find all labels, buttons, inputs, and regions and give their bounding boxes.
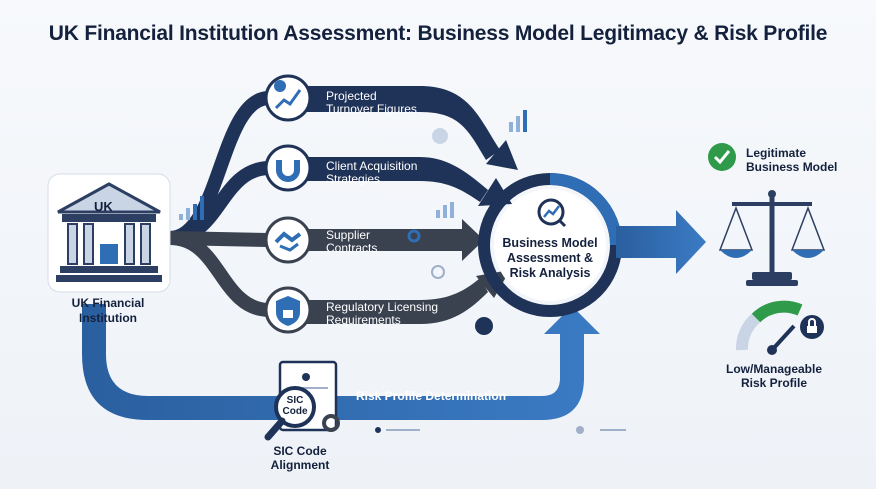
input-label-turnover-line1: Projected <box>326 89 377 103</box>
input-label-acquisition-line2: Strategies <box>326 172 381 186</box>
balance-scale-icon <box>718 190 826 286</box>
shield-lock-icon <box>264 286 312 334</box>
risk-gauge-icon <box>736 300 824 355</box>
sic-label-line2: Alignment <box>270 458 330 472</box>
risk-profile-label-line2: Risk Profile <box>740 376 808 390</box>
turnover-arrow <box>300 86 500 160</box>
check-icon <box>708 143 736 171</box>
gears-icon <box>393 229 421 251</box>
input-icons <box>264 74 421 334</box>
input-arrows <box>300 86 518 324</box>
risk-path-label: Risk Profile Determination <box>356 389 507 403</box>
input-label-regulatory-line1: Regulatory Licensing <box>326 300 439 314</box>
risk-profile-label-line1: Low/Manageable <box>725 362 823 376</box>
sic-badge-line2: Code <box>282 406 308 417</box>
sic-document-icon <box>264 360 340 441</box>
turnover-chart-icon <box>264 74 312 122</box>
magnet-icon <box>264 144 312 192</box>
acquisition-arrow <box>300 157 488 202</box>
input-label-acquisition-line1: Client Acquisition <box>326 159 418 173</box>
institution-badge-text: UK <box>94 199 113 214</box>
sic-badge-line1: SIC <box>286 395 304 406</box>
decorative-mini-charts <box>179 110 626 434</box>
input-label-regulatory-line2: Requirements <box>326 313 401 327</box>
legitimate-label-line1: Legitimate <box>746 146 807 160</box>
input-label-supplier-line2: Contracts <box>326 241 378 255</box>
institution-label-line1: UK Financial <box>71 296 145 310</box>
regulatory-arrow <box>300 278 488 324</box>
handshake-icon <box>264 216 312 264</box>
supplier-arrow <box>300 219 484 261</box>
input-label-supplier-line1: Supplier <box>326 228 371 242</box>
sic-label-line1: SIC Code <box>273 444 327 458</box>
assessment-label-line1: Business Model <box>502 236 598 250</box>
legitimate-label-line2: Business Model <box>746 160 838 174</box>
input-connectors <box>163 91 275 317</box>
output-arrow <box>616 210 706 274</box>
input-label-turnover-line2: Turnover Figures <box>326 102 417 116</box>
assessment-label-line2: Assessment & <box>506 251 594 265</box>
assessment-label: Business Model Assessment & Risk Analysi… <box>492 236 608 281</box>
page-title: UK Financial Institution Assessment: Bus… <box>48 22 828 45</box>
assessment-label-line3: Risk Analysis <box>509 266 591 280</box>
institution-label-line2: Institution <box>79 311 137 325</box>
institution-building-icon <box>47 173 171 293</box>
risk-path-arrow <box>82 304 600 420</box>
